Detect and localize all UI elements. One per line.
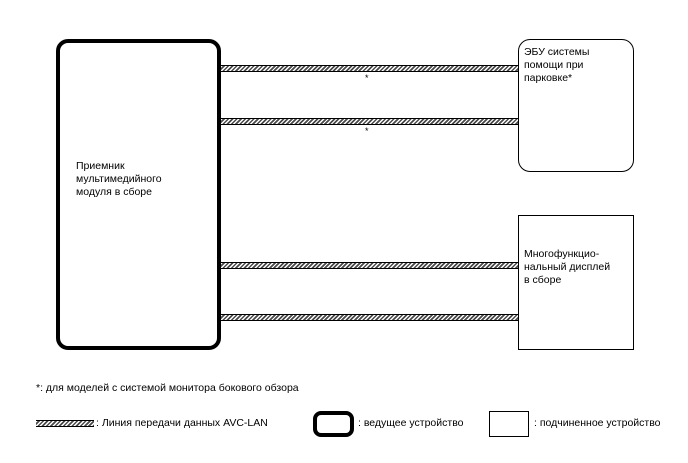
legend-avc-lan-label: : Линия передачи данных AVC-LAN (96, 417, 268, 429)
multifunction-display-label: Многофункцио- нальный дисплей в сборе (524, 248, 611, 286)
avc-lan-line-display-top (221, 262, 518, 269)
legend-slave-swatch (489, 411, 529, 437)
avc-lan-line-parking-bottom (221, 118, 518, 125)
avc-lan-line-marker-top: * (365, 73, 369, 83)
parking-assist-ecu-label: ЭБУ системы помощи при парковке* (524, 46, 590, 84)
multimedia-receiver-box (56, 39, 221, 350)
legend-master-label: : ведущее устройство (358, 417, 464, 429)
legend-master-swatch (313, 411, 354, 437)
multifunction-display-box (518, 215, 634, 350)
avc-lan-line-parking-top (221, 65, 518, 72)
avc-lan-line-display-bottom (221, 314, 518, 321)
legend-slave-label: : подчиненное устройство (534, 417, 661, 429)
footnote: *: для моделей с системой монитора боков… (36, 382, 299, 394)
parking-assist-ecu-box (518, 39, 634, 172)
avc-lan-line-marker-bottom: * (365, 126, 369, 136)
multimedia-receiver-label: Приемник мультимедийного модуля в сборе (76, 160, 162, 198)
legend-avc-lan-swatch (36, 420, 94, 427)
